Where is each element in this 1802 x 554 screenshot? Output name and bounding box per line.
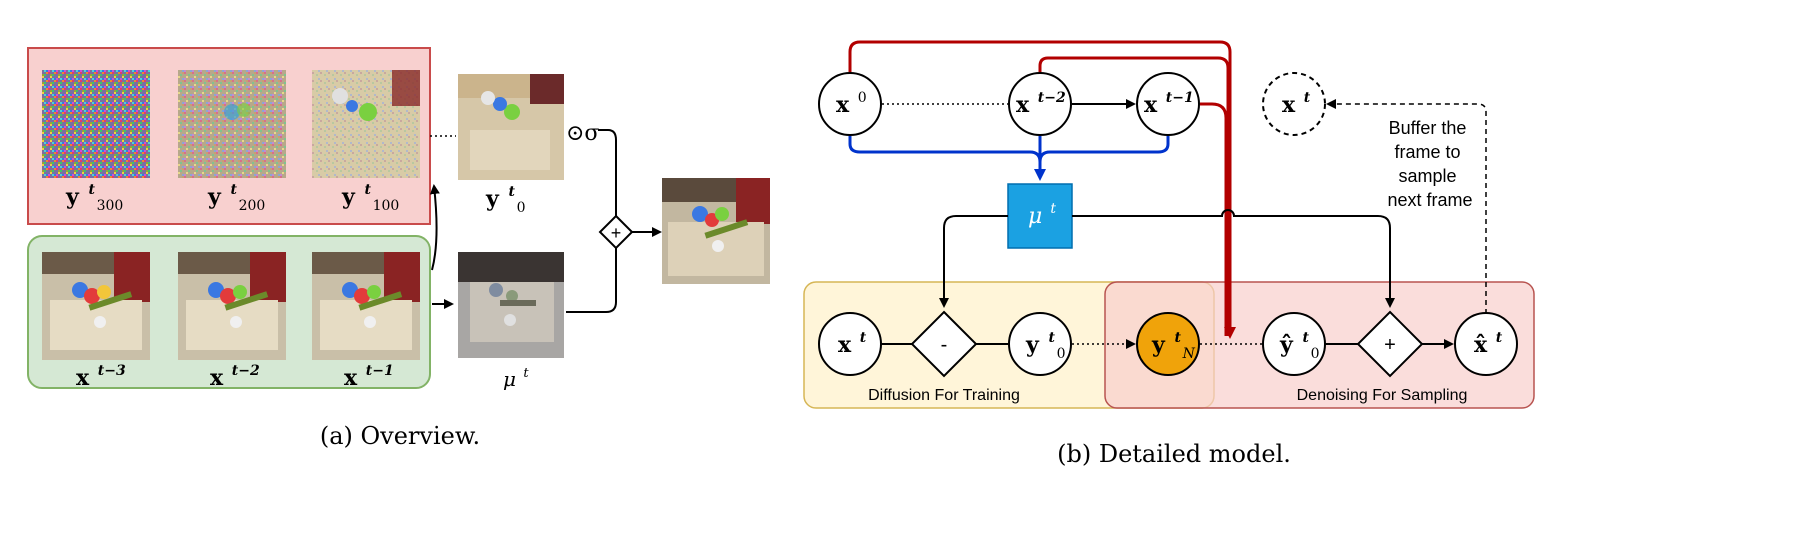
odot-sigma-label: ⊙σ [566,121,599,146]
red-arrow-xt2 [1038,56,1230,336]
node-xt1-label: x t−1 [1144,90,1194,118]
node-yN-label: y t N [1151,322,1196,362]
buffer-note: Buffer the frame to sample next frame [1387,118,1472,210]
label-x-t2: x t−2 [210,363,260,391]
noisy-frame-200 [178,70,286,178]
node-xt-future [1262,72,1326,136]
node-xt2 [1008,72,1072,136]
label-x-t1: x t−1 [344,363,394,391]
noisy-frame-100 [312,70,420,178]
red-arrow-x0 [848,40,1236,339]
label-mu: μ t [503,366,529,391]
node-xthat-label: x̂ t [1474,330,1503,358]
detailed-caption: (b) Detailed model. [1057,440,1291,468]
history-frame-t2 [178,252,286,360]
mu-to-plus-line [566,248,617,313]
node-yN [1136,312,1200,376]
overview-panel: y t 300 y t 200 y t 100 [27,47,770,450]
sampling-label: Denoising For Sampling [1297,387,1468,404]
mu-to-plus-arrow [1072,209,1395,308]
mu-frame [458,252,564,358]
y0-to-plus-line [598,129,617,216]
detailed-panel: x 0 x t−2 x t−1 x t Buffer the frame to … [803,40,1535,468]
y0-frame [458,74,564,180]
node-xt1 [1136,72,1200,136]
label-x-t3: x t−3 [76,363,126,391]
label-y100: y t 100 [341,174,399,214]
overview-plus-diamond [598,214,634,250]
training-label: Diffusion For Training [868,387,1020,404]
node-y0-label: y t 0 [1025,322,1066,362]
plus-symbol: + [1384,334,1396,356]
red-arrow-xt1 [1200,102,1228,336]
node-xt-train-label: x t [838,330,867,358]
node-y0 [1008,312,1072,376]
node-y0hat-label: ŷ t 0 [1279,322,1320,362]
history-frame-t3 [42,252,150,360]
label-y300: y t 300 [65,174,123,214]
blue-arrow-x0 [848,136,1046,181]
label-y200: y t 200 [207,174,265,214]
blue-arrow-xt1 [1038,136,1170,163]
plus-diamond [1356,310,1424,378]
node-xt-future-label: x t [1282,90,1311,118]
overview-caption: (a) Overview. [320,422,480,450]
minus-diamond [910,310,978,378]
history-to-noise-arrow [429,184,440,271]
node-xt2-label: x t−2 [1016,90,1066,118]
node-x0 [818,72,882,136]
output-frame [662,178,770,284]
minus-symbol: - [941,334,948,356]
overview-plus-symbol: + [611,223,622,243]
mu-to-minus-arrow [939,215,1008,308]
mu-node-label: μ t [1028,201,1056,229]
node-xthat [1454,312,1518,376]
node-x0-label: x 0 [836,90,867,118]
history-frame-t1 [312,252,420,360]
label-y0: y t 0 [485,176,526,216]
noisy-frame-300 [42,70,150,178]
buffer-arrow [1326,99,1487,314]
